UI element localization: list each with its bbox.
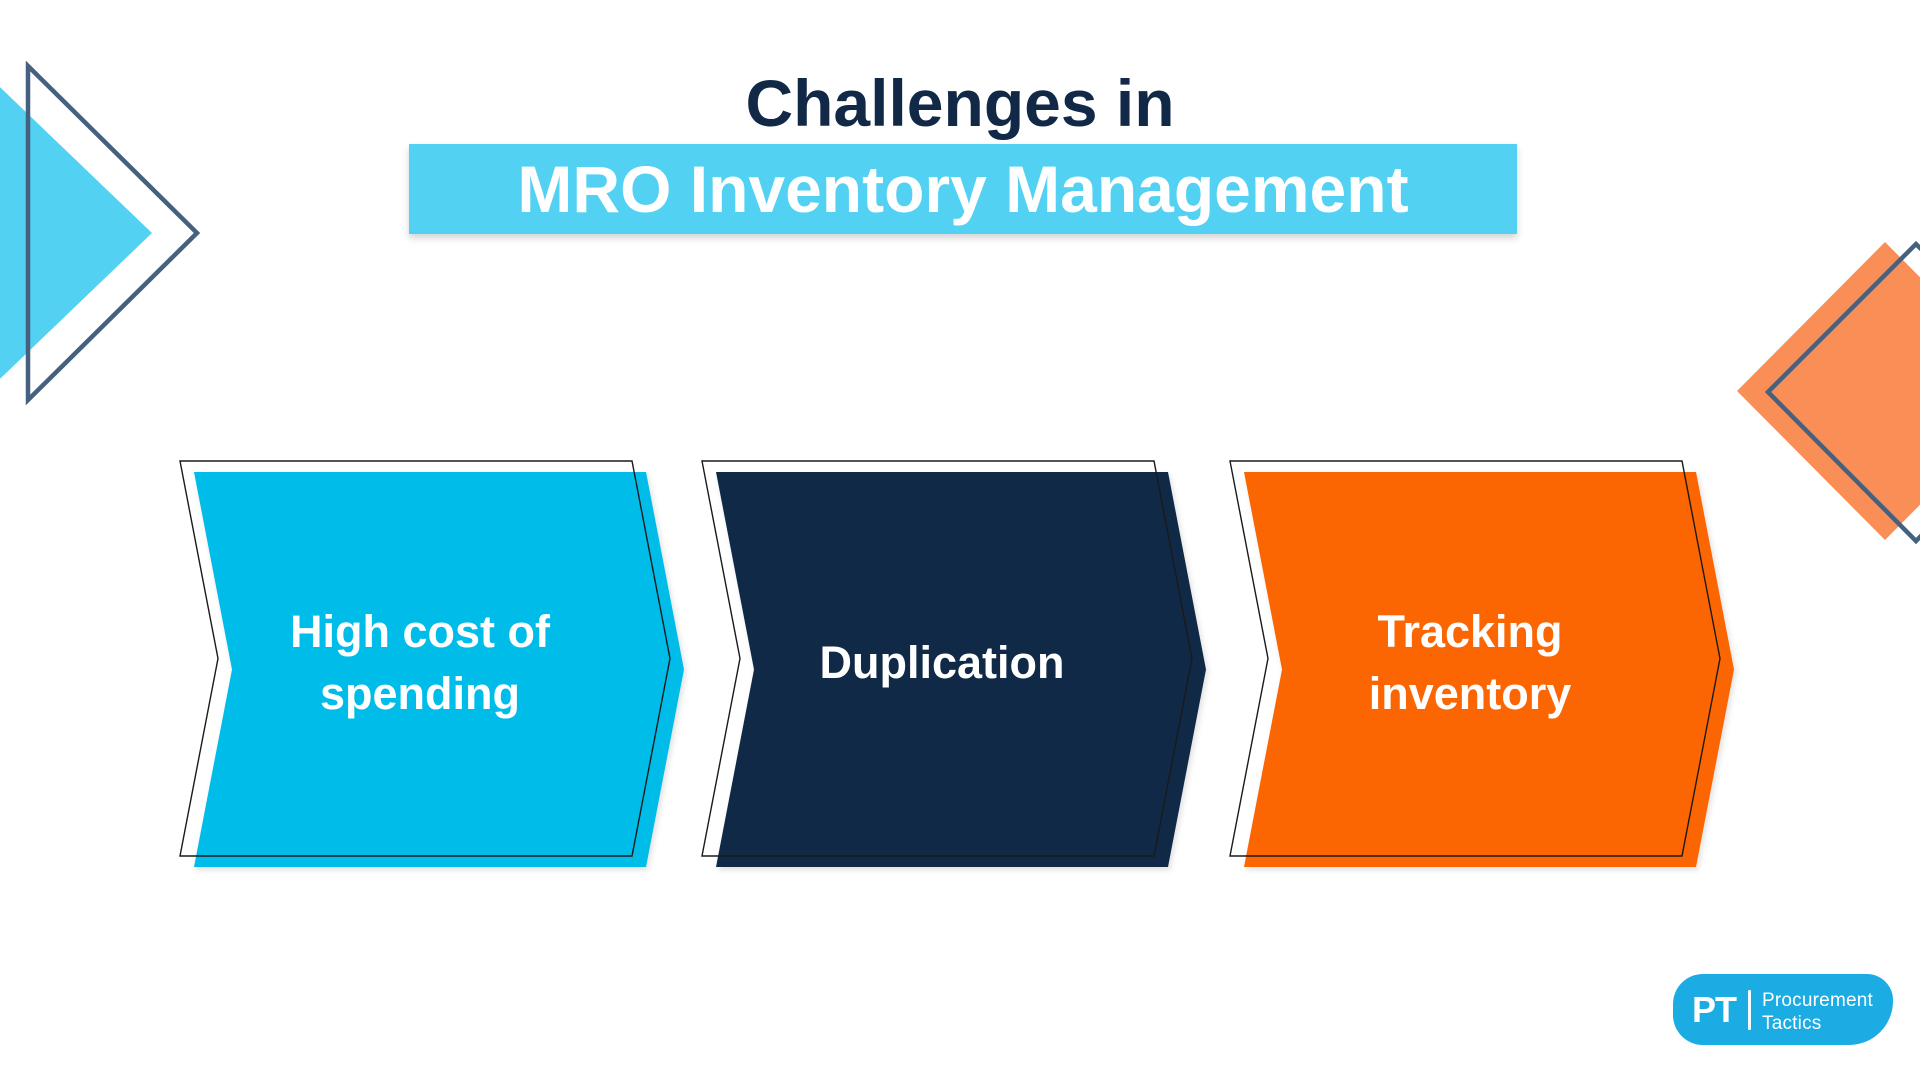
logo-monogram: PT (1692, 988, 1737, 1030)
logo-wordmark: Procurement Tactics (1762, 989, 1873, 1035)
challenge-label: Tracking inventory (1244, 472, 1696, 867)
page-title: Challenges in (0, 64, 1920, 143)
logo-wordmark-line1: Procurement (1762, 989, 1873, 1011)
title-banner-text: MRO Inventory Management (517, 152, 1409, 226)
chevron-outline (179, 460, 671, 857)
chevron-shape-navy (701, 460, 1206, 867)
right-diamonds-decoration (1737, 240, 1920, 545)
chevron-outline (701, 460, 1193, 857)
challenge-label: Duplication (716, 472, 1168, 867)
chevron-outline (1229, 460, 1721, 857)
challenge-item-tracking: Tracking inventory (1224, 450, 1736, 880)
logo-divider (1748, 989, 1752, 1030)
challenge-label-line1: Tracking (1377, 605, 1563, 657)
outlined-diamond-shape (1764, 240, 1920, 545)
challenge-label-line2: spending (320, 667, 520, 719)
left-triangles-decoration (0, 60, 201, 406)
chevron-shape-cyan (179, 460, 684, 867)
title-banner: MRO Inventory Management (409, 144, 1517, 234)
chevron-shape-orange (1229, 460, 1734, 867)
challenge-label-line1: Duplication (819, 636, 1065, 688)
challenge-item-duplication: Duplication (696, 450, 1208, 880)
logo-wordmark-line2: Tactics (1762, 1012, 1822, 1034)
procurement-tactics-logo: PT Procurement Tactics (1673, 974, 1893, 1045)
challenge-label: High cost of spending (194, 472, 646, 867)
cyan-triangle-shape (0, 87, 152, 379)
challenge-label-line2: inventory (1368, 667, 1572, 719)
outlined-triangle-shape (25, 60, 201, 406)
chevron-fill-cyan (194, 472, 684, 867)
chevron-fill-navy (716, 472, 1206, 867)
page-title-text: Challenges in (745, 66, 1175, 140)
orange-diamond-shape (1737, 242, 1920, 540)
challenge-item-high-cost: High cost of spending (174, 450, 686, 880)
chevron-fill-orange (1244, 472, 1734, 867)
challenge-label-line1: High cost of (290, 605, 550, 657)
